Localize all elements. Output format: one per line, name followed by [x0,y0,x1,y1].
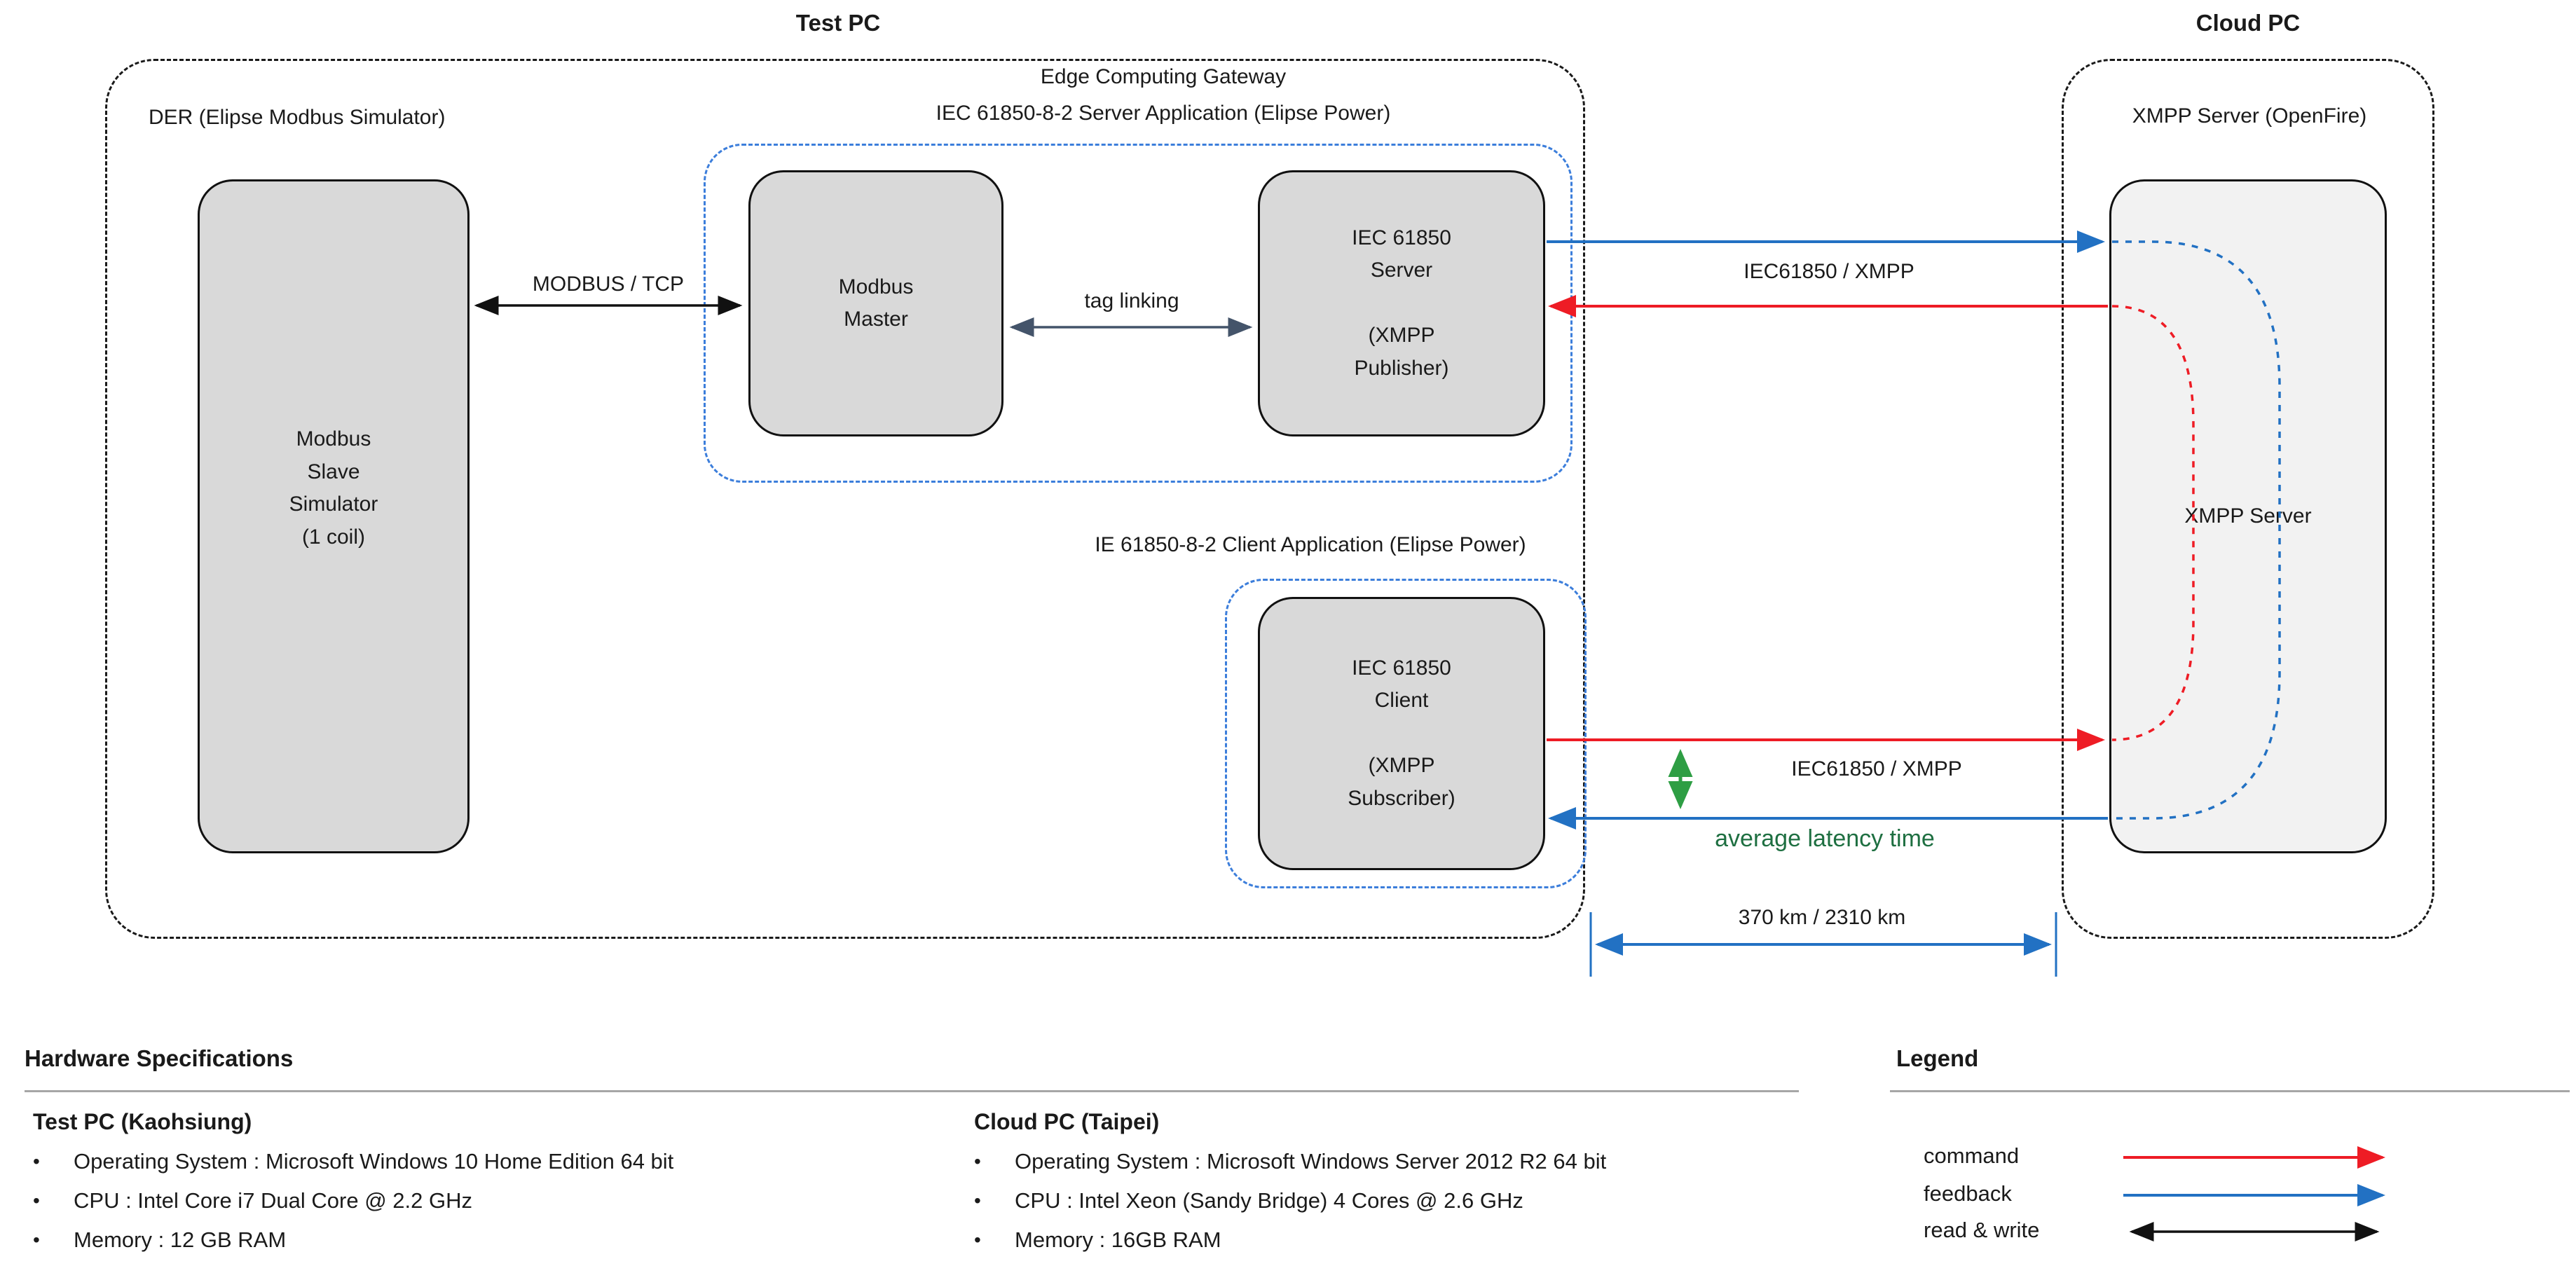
spec-item: Memory : 12 GB RAM [33,1227,930,1253]
spec-text: Memory : 16GB RAM [1015,1227,1221,1252]
cloud-pc-container [2062,59,2434,939]
spec-item: CPU : Intel Core i7 Dual Core @ 2.2 GHz [33,1188,930,1213]
xmpp-server-text: XMPP Server [2184,504,2312,528]
legend-feedback-label: feedback [1924,1181,2012,1206]
specs-divider [25,1090,1799,1092]
specs-heading: Hardware Specifications [25,1045,294,1071]
spec-item: Memory : 16GB RAM [974,1227,1871,1253]
test-pc-title: Test PC [795,10,881,36]
test-pc-container [105,59,1585,939]
bottom-protocol-label: IEC61850 / XMPP [1791,757,1962,780]
iec61850-server-text: IEC 61850 Server (XMPP Publisher) [1352,226,1451,380]
modbus-master-text: Modbus Master [838,275,914,331]
iec61850-client-text: IEC 61850 Client (XMPP Subscriber) [1348,656,1455,810]
gateway-title-line1: Edge Computing Gateway [1040,65,1287,88]
xmpp-server-box: XMPP Server [2109,179,2387,853]
top-protocol-label: IEC61850 / XMPP [1743,260,1914,283]
client-app-container [1225,579,1587,888]
iec61850-server-box: IEC 61850 Server (XMPP Publisher) [1258,170,1545,436]
spec-text: CPU : Intel Core i7 Dual Core @ 2.2 GHz [74,1188,473,1213]
cloud-pc-title: Cloud PC [2195,10,2301,36]
modbus-tcp-label: MODBUS / TCP [532,273,685,296]
spec-text: CPU : Intel Xeon (Sandy Bridge) 4 Cores … [1015,1188,1523,1213]
spec-text: Operating System : Microsoft Windows Ser… [1015,1149,1607,1174]
iec61850-client-box: IEC 61850 Client (XMPP Subscriber) [1258,597,1545,870]
der-label: DER (Elipse Modbus Simulator) [149,106,446,129]
specs-cloudpc-title: Cloud PC (Taipei) [974,1109,1160,1134]
legend-heading: Legend [1896,1045,1979,1071]
distance-label: 370 km / 2310 km [1738,906,1906,929]
modbus-slave-box: Modbus Slave Simulator (1 coil) [198,179,470,853]
client-app-title: IE 61850-8-2 Client Application (Elipse … [1095,533,1526,556]
legend-divider [1890,1090,2570,1092]
xmpp-openfire-label: XMPP Server (OpenFire) [2132,104,2367,128]
spec-item: Operating System : Microsoft Windows 10 … [33,1149,930,1174]
modbus-master-box: Modbus Master [748,170,1003,436]
spec-text: Memory : 12 GB RAM [74,1227,287,1252]
spec-item: CPU : Intel Xeon (Sandy Bridge) 4 Cores … [974,1188,1871,1213]
legend-readwrite-label: read & write [1924,1218,2040,1242]
specs-testpc-title: Test PC (Kaohsiung) [33,1109,252,1134]
spec-item: Operating System : Microsoft Windows Ser… [974,1149,1871,1174]
legend-command-label: command [1924,1143,2020,1168]
spec-text: Operating System : Microsoft Windows 10 … [74,1149,674,1174]
gateway-title-line2: IEC 61850-8-2 Server Application (Elipse… [936,102,1391,125]
modbus-slave-text: Modbus Slave Simulator (1 coil) [289,427,378,549]
tag-linking-label: tag linking [1084,289,1179,312]
latency-label: average latency time [1715,825,1935,852]
